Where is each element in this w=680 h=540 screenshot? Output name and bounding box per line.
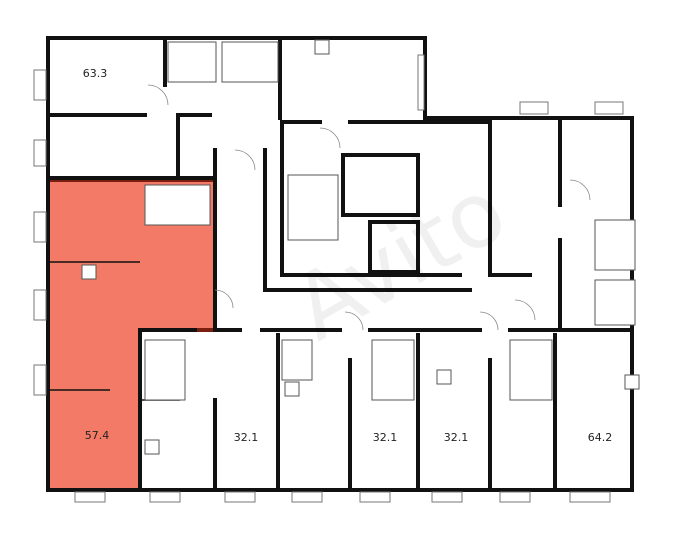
doors — [147, 84, 591, 331]
windows — [33, 54, 624, 503]
apartment-area-label: 32.1 — [373, 431, 398, 444]
outer-walls — [46, 36, 634, 492]
apartment-area-label: 63.3 — [83, 67, 108, 80]
stove-icons — [81, 39, 640, 455]
apartment-area-label: 32.1 — [444, 431, 469, 444]
apartment-area-label: 57.4 — [85, 429, 110, 442]
apartment-area-label: 64.2 — [588, 431, 613, 444]
apartment-57-4-highlight[interactable] — [46, 178, 217, 492]
interior-walls — [46, 36, 634, 492]
apartment-area-label: 32.1 — [234, 431, 259, 444]
bathroom-fixtures — [144, 41, 636, 401]
